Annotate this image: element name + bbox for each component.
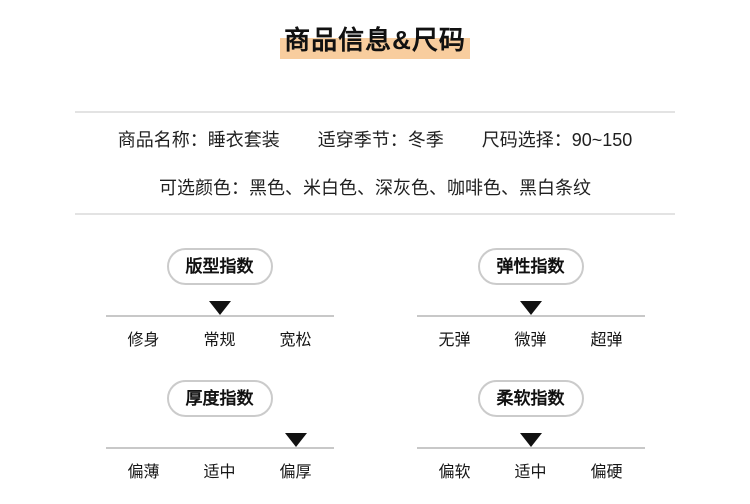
index-title-pill: 厚度指数	[166, 380, 273, 417]
scale-option: 偏软	[438, 464, 471, 481]
scale-option: 宽松	[279, 332, 312, 349]
product-season-value: 冬季	[407, 130, 444, 150]
scale-option: 超弹	[590, 332, 623, 349]
section-divider-top	[75, 111, 675, 113]
index-title-pill: 弹性指数	[477, 248, 584, 285]
product-season-label: 适穿季节：	[317, 130, 408, 150]
index-sections-grid: 版型指数 修身 常规 宽松 弹性指数 无弹 微弹 超弹 厚度指数	[105, 248, 645, 484]
scale-option: 常规	[203, 332, 236, 349]
index-section-thickness: 厚度指数 偏薄 适中 偏厚	[105, 380, 334, 484]
product-colors-label: 可选颜色：	[159, 178, 249, 198]
product-colors: 可选颜色：黑色、米白色、深灰色、咖啡色、黑白条纹	[0, 177, 750, 199]
scale-option: 偏薄	[127, 464, 160, 481]
scale-options: 偏软 适中 偏硬	[417, 462, 645, 484]
scale-option: 修身	[127, 332, 160, 349]
scale-options: 偏薄 适中 偏厚	[106, 462, 334, 484]
index-scale	[416, 433, 645, 449]
index-title-pill: 版型指数	[166, 248, 273, 285]
index-section-softness: 柔软指数 偏软 适中 偏硬	[416, 380, 645, 484]
marker-triangle-icon	[208, 301, 231, 315]
scale-option: 适中	[203, 464, 236, 481]
scale-option: 适中	[514, 464, 547, 481]
product-season: 适穿季节：冬季	[318, 129, 444, 151]
scale-option: 偏硬	[590, 464, 623, 481]
index-section-fit: 版型指数 修身 常规 宽松	[105, 248, 334, 352]
scale-option: 无弹	[438, 332, 471, 349]
index-scale	[105, 301, 334, 317]
index-scale	[416, 301, 645, 317]
product-colors-value: 黑色、米白色、深灰色、咖啡色、黑白条纹	[249, 178, 591, 198]
product-size-value: 90~150	[571, 130, 633, 150]
product-info-row: 商品名称：睡衣套装 适穿季节：冬季 尺码选择：90~150	[0, 129, 750, 151]
index-scale	[105, 433, 334, 449]
index-title-pill: 柔软指数	[477, 380, 584, 417]
marker-triangle-icon	[519, 433, 542, 447]
section-divider-bottom	[75, 213, 675, 215]
scale-options: 修身 常规 宽松	[106, 330, 334, 352]
product-size-label: 尺码选择：	[481, 130, 572, 150]
page-title: 商品信息&尺码	[0, 24, 750, 59]
product-size: 尺码选择：90~150	[482, 129, 633, 151]
marker-triangle-icon	[284, 433, 307, 447]
marker-triangle-icon	[519, 301, 542, 315]
scale-option: 微弹	[514, 332, 547, 349]
title-highlight: 商品信息&尺码	[280, 24, 470, 59]
product-name: 商品名称：睡衣套装	[118, 129, 280, 151]
index-section-elasticity: 弹性指数 无弹 微弹 超弹	[416, 248, 645, 352]
scale-option: 偏厚	[279, 464, 312, 481]
product-name-value: 睡衣套装	[207, 130, 280, 150]
product-name-label: 商品名称：	[117, 130, 208, 150]
scale-options: 无弹 微弹 超弹	[417, 330, 645, 352]
